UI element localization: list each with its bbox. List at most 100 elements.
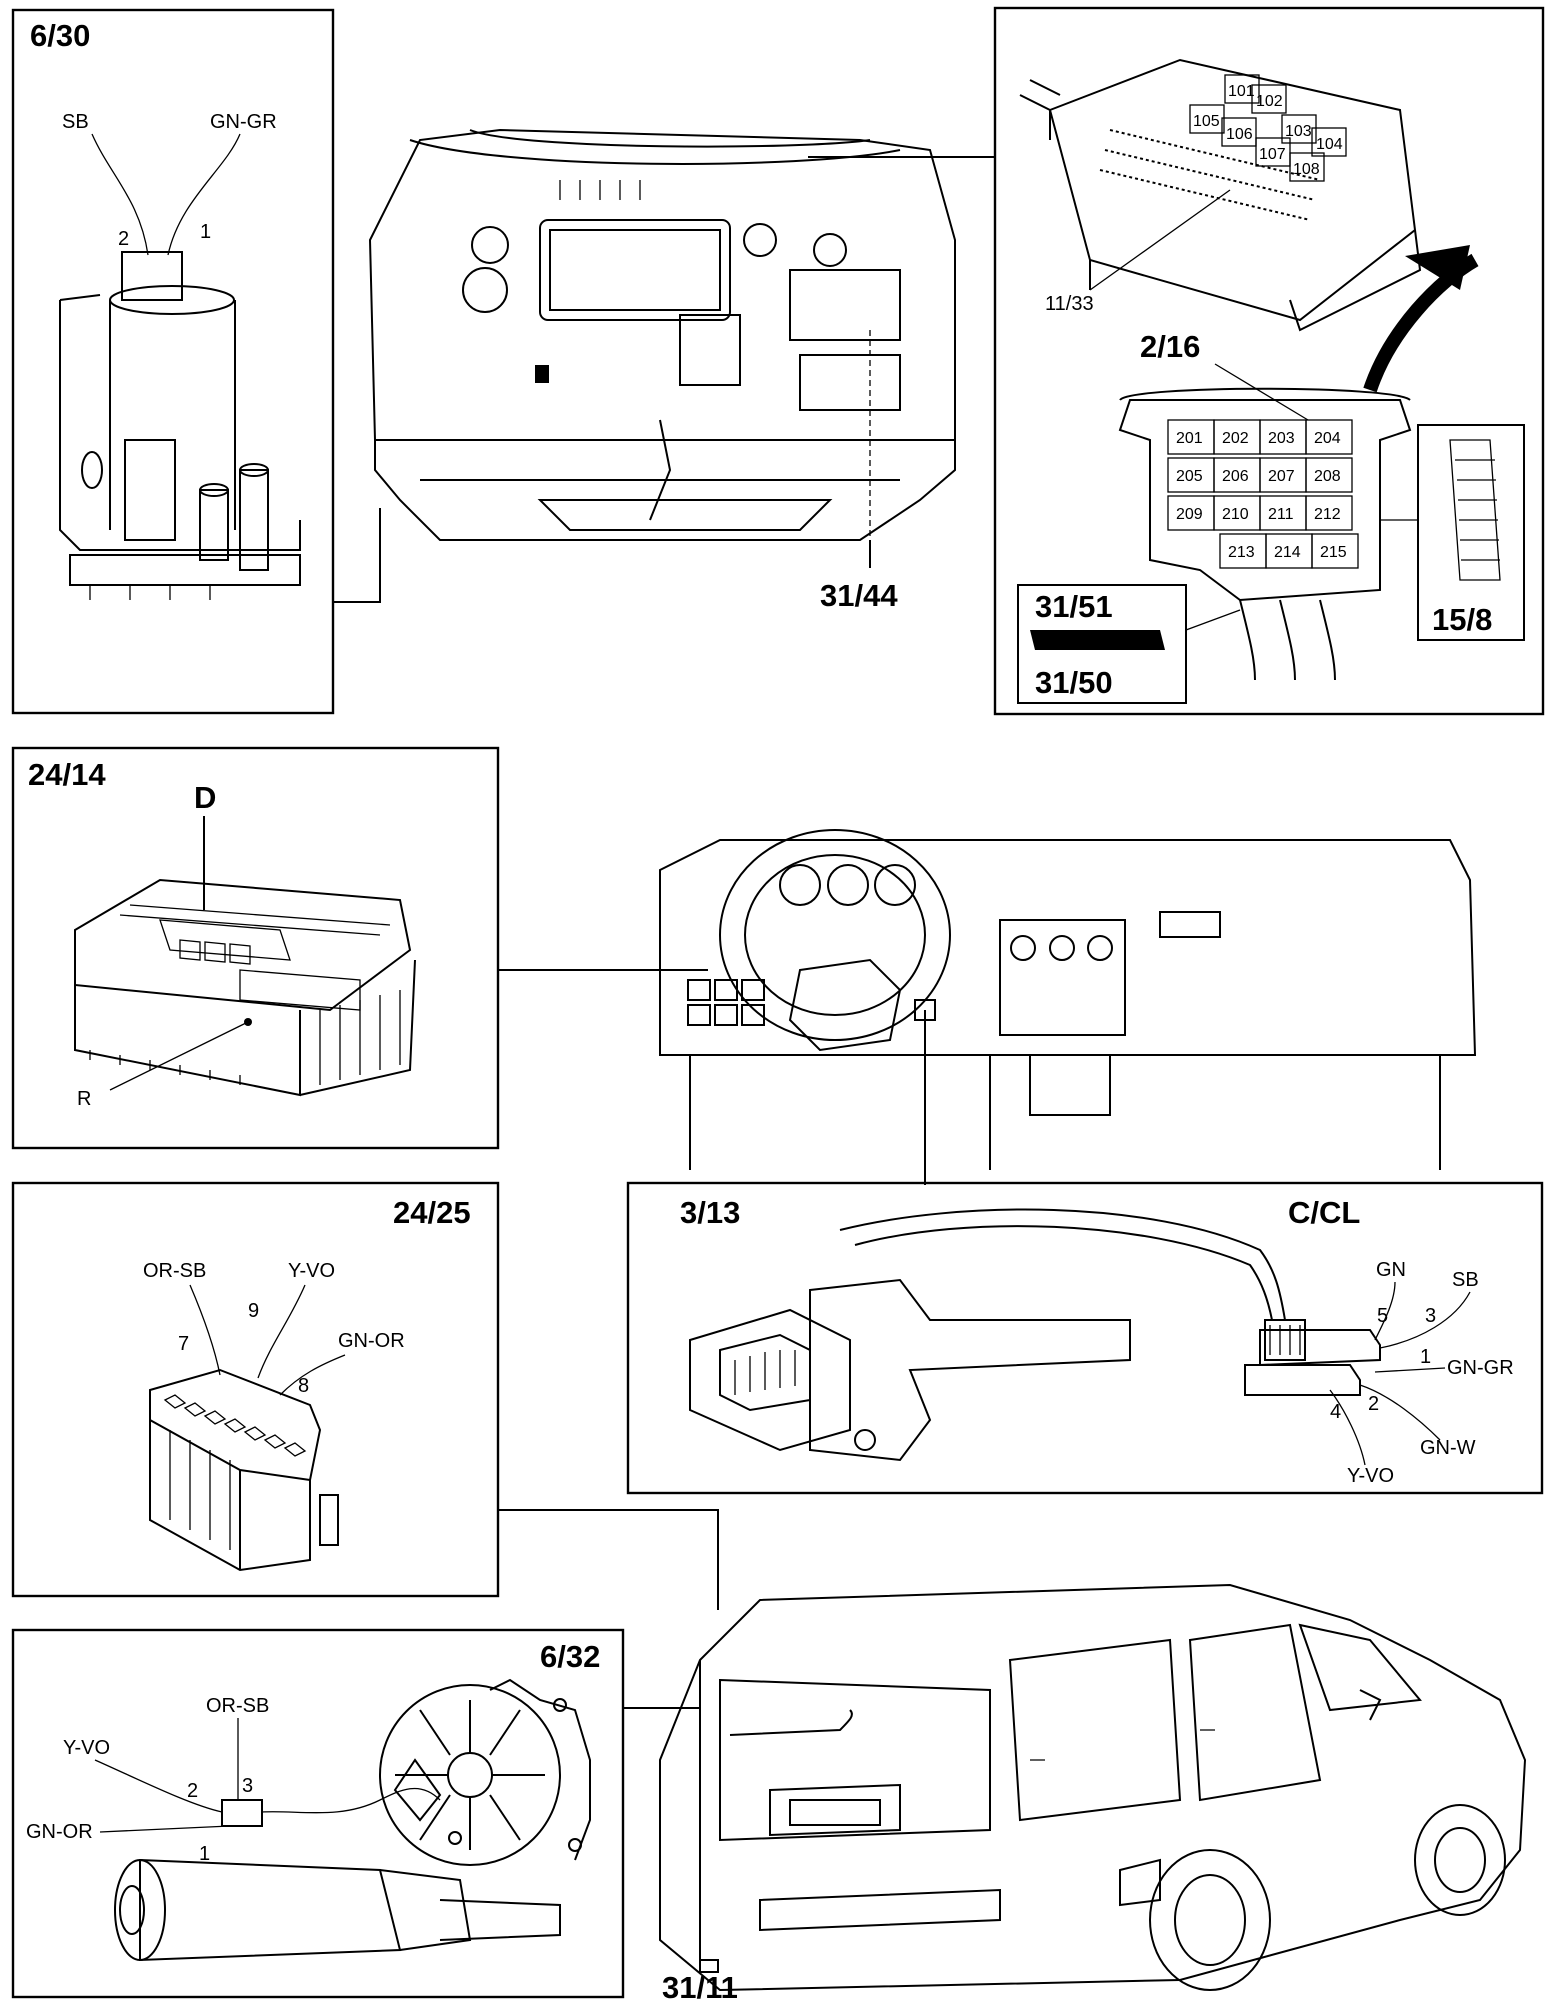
pin-number-2: 2 xyxy=(118,228,129,250)
leader-line xyxy=(1089,189,1231,291)
pin-number-5: 5 xyxy=(1377,1305,1388,1327)
wire-gn-w xyxy=(1359,1384,1441,1441)
pin-number-1: 1 xyxy=(200,221,211,243)
relay-number: 203 xyxy=(1268,430,1295,447)
relay-number: 103 xyxy=(1285,123,1312,140)
relay-number: 210 xyxy=(1222,506,1249,523)
pin-number-2: 2 xyxy=(1368,1393,1379,1415)
panel-frame xyxy=(11,1628,625,1999)
component-code: C/CL xyxy=(1288,1195,1360,1230)
relay-number: 208 xyxy=(1314,468,1341,485)
dashboard-switches xyxy=(687,979,765,1026)
relay-number: 105 xyxy=(1193,113,1220,130)
relay-number: 209 xyxy=(1176,506,1203,523)
wire-label-sb: SB xyxy=(62,111,89,133)
label-15-8: 15/8 xyxy=(1432,602,1492,637)
wire-gn-or xyxy=(279,1354,346,1396)
leader-line xyxy=(333,508,381,603)
wire-label-or-sb: OR-SB xyxy=(143,1260,206,1282)
pin-number-4: 4 xyxy=(1330,1401,1341,1423)
connector-15-8-box xyxy=(1417,424,1525,641)
panel-frame xyxy=(626,1181,1544,1495)
label-11-33: 11/33 xyxy=(1045,293,1094,315)
relay-number: 212 xyxy=(1314,506,1341,523)
label-r: R xyxy=(77,1088,91,1110)
relay-number: 215 xyxy=(1320,544,1347,561)
pin-number-2: 2 xyxy=(187,1780,198,1802)
fuse-box-drawing xyxy=(74,878,416,1097)
pin-number-1: 1 xyxy=(1420,1346,1431,1368)
label-31-44: 31/44 xyxy=(820,578,898,613)
panel-wiper-motor: 6/32 OR-SB Y-VO GN-OR 2 3 1 xyxy=(11,1628,625,1999)
relay-grid xyxy=(1167,419,1359,569)
wire-label-sb: SB xyxy=(1452,1269,1479,1291)
connector-24-25-drawing xyxy=(149,1368,339,1572)
label-2-16: 2/16 xyxy=(1140,329,1200,364)
relay-number: 205 xyxy=(1176,468,1203,485)
wire-y-vo xyxy=(1329,1389,1366,1466)
wire-label-or-sb: OR-SB xyxy=(206,1695,269,1717)
pin-number-3: 3 xyxy=(1425,1305,1436,1327)
panel-washer-pump: 6/30 SB GN-GR 2 1 xyxy=(11,8,381,715)
leader-line xyxy=(1185,609,1241,631)
wire-gn xyxy=(1374,1281,1396,1341)
pin-number-7: 7 xyxy=(178,1333,189,1355)
panel-frame xyxy=(11,746,500,1150)
leader-line xyxy=(1214,363,1309,421)
dashboard-drawing xyxy=(659,829,1477,1170)
wiper-motor-drawing xyxy=(114,1678,591,1962)
washer-pump-drawing xyxy=(59,251,301,600)
wire-y-vo xyxy=(94,1759,223,1813)
engine-bay-drawing xyxy=(368,128,956,541)
relay-number: 107 xyxy=(1259,146,1286,163)
central-electronic-module-drawing: 101 102 105 106 103 104 107 108 xyxy=(1019,58,1422,332)
wire-or-sb xyxy=(189,1284,221,1376)
wire-gn-or xyxy=(99,1825,231,1833)
wire-gn-gr xyxy=(167,133,241,256)
pin-number-3: 3 xyxy=(242,1775,253,1797)
wire-label-y-vo: Y-VO xyxy=(288,1260,335,1282)
connector-31-51-box xyxy=(1017,584,1187,704)
relay-number: 206 xyxy=(1222,468,1249,485)
wire-label-gn: GN xyxy=(1376,1259,1406,1281)
relay-number: 106 xyxy=(1226,126,1253,143)
wire-label-gn-w: GN-W xyxy=(1420,1437,1476,1459)
wire-label-gn-or: GN-OR xyxy=(26,1821,93,1843)
panel-title: 6/30 xyxy=(30,18,90,53)
relay-number: 101 xyxy=(1228,83,1255,100)
panel-connector-24-25: 24/25 OR-SB Y-VO GN-OR 7 9 8 xyxy=(11,1181,500,1598)
wire-sb xyxy=(91,133,149,256)
panel-title: 24/14 xyxy=(28,757,106,792)
relay-number: 213 xyxy=(1228,544,1255,561)
wire-gn-gr xyxy=(1374,1367,1446,1373)
panel-title: 24/25 xyxy=(393,1195,471,1230)
relay-number: 104 xyxy=(1316,136,1343,153)
label-31-51: 31/51 xyxy=(1035,589,1113,624)
wire-label-gn-or: GN-OR xyxy=(338,1330,405,1352)
relay-number: 214 xyxy=(1274,544,1301,561)
connector-15-8-drawing xyxy=(1449,439,1501,581)
panel-frame xyxy=(11,8,335,715)
wire-y-vo xyxy=(257,1284,306,1379)
car-rear-drawing xyxy=(659,1583,1527,1992)
relay-number: 207 xyxy=(1268,468,1295,485)
panel-fuse-box: 24/14 D R xyxy=(11,746,500,1150)
label-31-50: 31/50 xyxy=(1035,665,1113,700)
pin-number-1: 1 xyxy=(199,1843,210,1865)
label-31-11: 31/11 xyxy=(662,1970,738,2002)
panel-title: 3/13 xyxy=(680,1195,740,1230)
steering-switch-drawing xyxy=(689,1208,1381,1462)
arrow-head xyxy=(1405,245,1470,290)
label-d: D xyxy=(194,780,216,815)
wire-label-y-vo: Y-VO xyxy=(63,1737,110,1759)
wire-label-y-vo: Y-VO xyxy=(1347,1465,1394,1487)
panel-frame xyxy=(11,1181,500,1598)
connector-strip xyxy=(1030,630,1165,650)
relay-number: 202 xyxy=(1222,430,1249,447)
panel-title: 6/32 xyxy=(540,1639,600,1674)
leader-line xyxy=(109,1021,249,1091)
pin-number-8: 8 xyxy=(298,1375,309,1397)
relay-number: 102 xyxy=(1256,93,1283,110)
wire-label-gn-gr: GN-GR xyxy=(210,111,277,133)
